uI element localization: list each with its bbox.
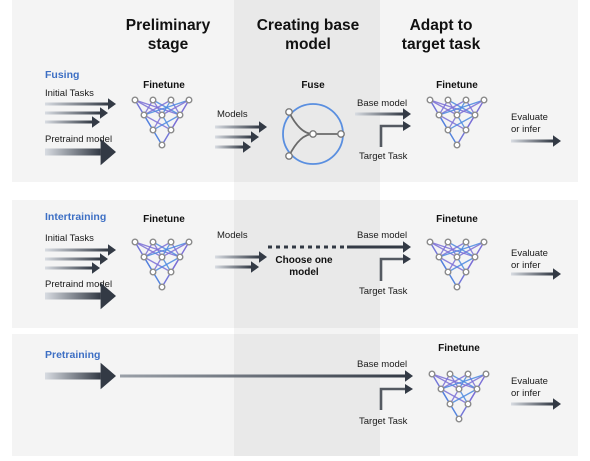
fusing-target-task-label: Target Task — [359, 151, 408, 162]
pretraining-base-model-label: Base model — [357, 359, 407, 370]
intertraining-pretrained-arrow — [45, 282, 116, 310]
pretraining-target-task-label: Target Task — [359, 416, 408, 427]
fusing-pretrained-label: Pretraind model — [45, 134, 112, 145]
fusing-models-arrow-1 — [215, 121, 267, 133]
intertraining-evaluate-line1: Evaluate — [511, 248, 548, 259]
section-fusing-title: Fusing — [45, 69, 79, 81]
fusing-task-arrow-3 — [45, 116, 100, 128]
intertraining-target-task-arrow — [379, 254, 411, 281]
intertraining-models-arrow-1 — [215, 251, 267, 263]
fusing-target-finetune-network — [426, 96, 488, 149]
fusing-task-arrow-2 — [45, 107, 108, 119]
intertraining-task-arrow-3 — [45, 262, 100, 274]
pretraining-base-model-arrow — [120, 370, 413, 382]
fuse-icon — [282, 103, 345, 165]
intertraining-task-arrow-2 — [45, 253, 108, 265]
fusing-evaluate-line1: Evaluate — [511, 112, 548, 123]
fuse-label: Fuse — [301, 80, 325, 91]
fusing-finetune2-label: Finetune — [436, 80, 478, 91]
intertraining-base-model-arrow — [347, 241, 411, 253]
fusing-base-model-arrow — [355, 108, 411, 120]
fusing-task-arrow-1 — [45, 98, 116, 110]
intertraining-models-label: Models — [217, 230, 248, 241]
fusing-models-arrow-3 — [215, 141, 251, 153]
header-stage1-line1: Preliminary — [126, 17, 211, 34]
header-stage3-line1: Adapt to — [410, 17, 473, 34]
fusing-base-model-label: Base model — [357, 98, 407, 109]
header-stage1-line2: stage — [148, 36, 189, 53]
pretraining-evaluate-arrow — [511, 398, 561, 410]
pretraining-target-task-arrow — [379, 384, 413, 410]
intertraining-evaluate-line2: or infer — [511, 260, 541, 271]
header-stage3-line2: target task — [402, 36, 481, 53]
pretraining-target-finetune-network — [428, 370, 490, 423]
fusing-pretrained-arrow — [45, 138, 116, 166]
pretraining-evaluate-line1: Evaluate — [511, 376, 548, 387]
section-pretraining-title: Pretraining — [45, 349, 100, 361]
intertraining-pretrained-label: Pretraind model — [45, 279, 112, 290]
fusing-target-task-arrow — [379, 121, 411, 147]
intertraining-target-finetune-network — [426, 238, 488, 291]
intertraining-models-arrow-2 — [215, 261, 259, 273]
band-pretraining — [12, 334, 578, 456]
choose-one-model-line2: model — [289, 267, 319, 278]
pretraining-evaluate-line2: or infer — [511, 388, 541, 399]
intertraining-finetune-network — [131, 238, 193, 291]
intertraining-target-task-label: Target Task — [359, 286, 408, 297]
fusing-models-arrow-2 — [215, 131, 259, 143]
section-intertraining-title: Intertraining — [45, 211, 106, 223]
fusing-finetune-network — [131, 96, 193, 149]
band-intertraining — [12, 200, 578, 328]
intertraining-finetune2-label: Finetune — [436, 214, 478, 225]
intertraining-base-model-label: Base model — [357, 230, 407, 241]
fusing-evaluate-arrow — [511, 135, 561, 147]
choose-one-model-line1: Choose one — [275, 255, 333, 266]
pretraining-finetune-label: Finetune — [438, 343, 480, 354]
fusing-evaluate-line2: or infer — [511, 124, 541, 135]
header-stage2-line1: Creating base — [257, 17, 360, 34]
intertraining-task-arrow-1 — [45, 244, 116, 256]
fusing-initial-tasks-label: Initial Tasks — [45, 88, 94, 99]
fusing-models-label: Models — [217, 109, 248, 120]
pretraining-start-arrow — [45, 362, 116, 390]
intertraining-evaluate-arrow — [511, 268, 561, 280]
stage2-column — [234, 0, 380, 456]
header-stage2-line2: model — [285, 36, 331, 53]
fusing-finetune1-label: Finetune — [143, 80, 185, 91]
intertraining-finetune1-label: Finetune — [143, 214, 185, 225]
intertraining-initial-tasks-label: Initial Tasks — [45, 233, 94, 244]
